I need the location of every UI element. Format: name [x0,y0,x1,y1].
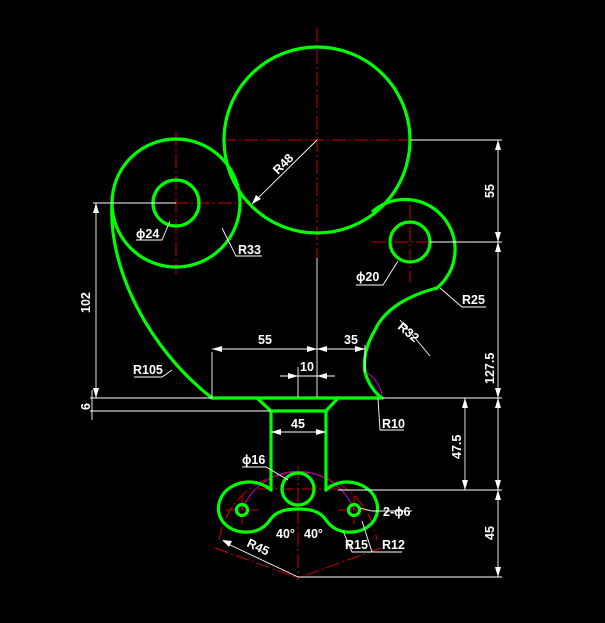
label-47-5: 47.5 [450,435,464,459]
label-40-left: 40° [276,527,295,541]
label-10: 10 [300,360,314,374]
center-lines [108,28,465,580]
right-small-hole-phi6 [346,502,362,518]
right-lobe-r25 [371,197,457,290]
label-45-bottom: 45 [483,526,497,540]
label-r105: R105 [133,363,163,377]
label-r33: R33 [238,243,261,257]
label-127-5: 127.5 [483,353,497,384]
label-r12: R12 [382,538,405,552]
fillet-r10 [363,370,384,400]
label-r15: R15 [345,538,368,552]
label-55-top: 55 [258,333,272,347]
label-phi16: ϕ16 [242,453,265,467]
label-40-right: 40° [304,527,323,541]
label-phi20: ϕ20 [356,270,379,284]
label-35: 35 [344,333,358,347]
label-6: 6 [79,403,93,410]
label-45-width: 45 [291,417,305,431]
part-outline [110,45,457,534]
dimension-labels: R48 ϕ24 R33 ϕ20 R25 R32 R105 102 6 55 35… [79,151,497,558]
dimension-lines [90,139,502,578]
label-55-right: 55 [483,184,497,198]
center-hole-phi16 [280,471,316,507]
label-102: 102 [79,292,93,313]
left-small-hole-phi6 [234,502,250,518]
neck-taper [255,396,340,413]
label-r25: R25 [462,293,485,307]
large-circle-r48 [222,45,412,235]
label-r45: R45 [245,536,272,558]
label-r48: R48 [270,151,296,177]
label-2-phi6: 2-ϕ6 [383,505,410,519]
left-arc-r105 [110,201,214,400]
label-phi24: ϕ24 [136,227,159,241]
label-r10: R10 [382,417,405,431]
